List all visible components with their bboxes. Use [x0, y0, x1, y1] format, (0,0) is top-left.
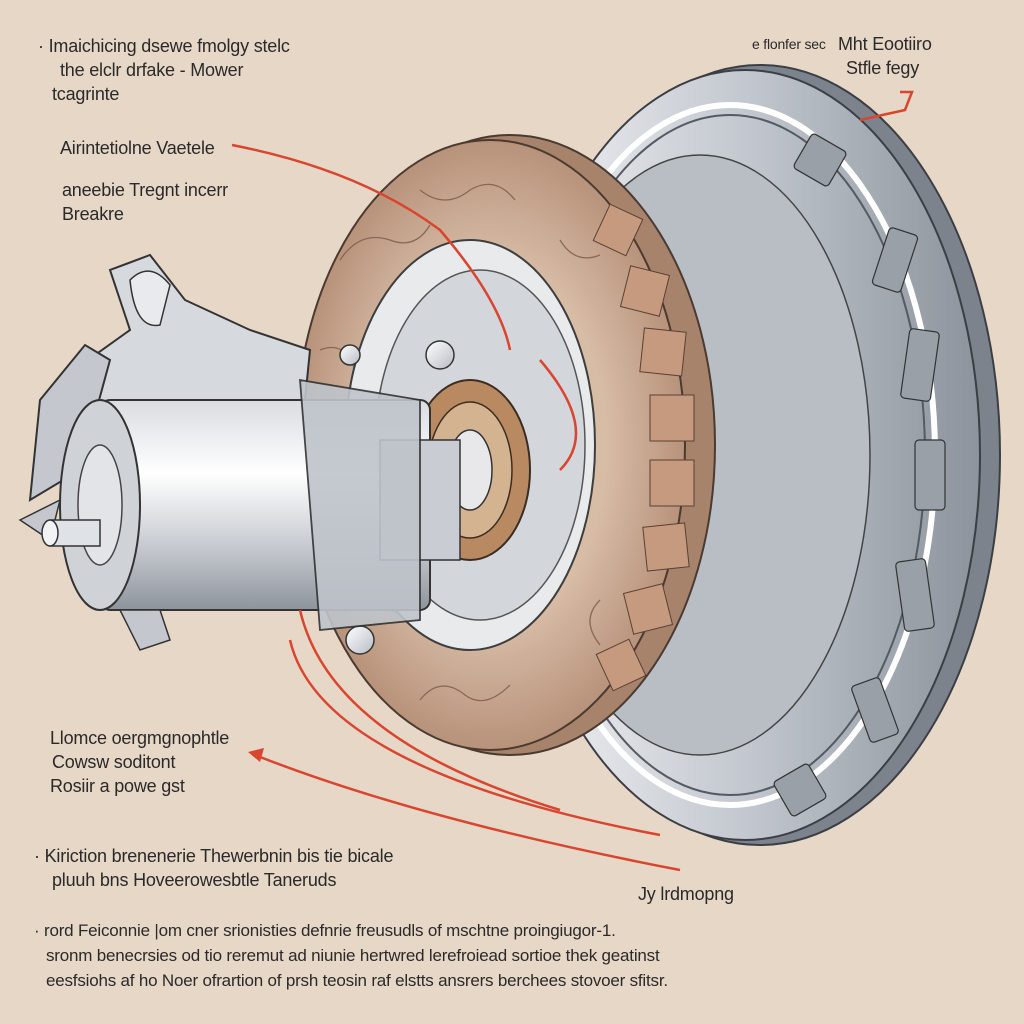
label-upper-right: Mht Eootiiro Stfle fegy: [838, 34, 932, 78]
label-brake: aneebie Tregnt incerr Breakre: [62, 180, 228, 224]
arrowhead: [248, 748, 264, 762]
leader-lines: [231, 90, 914, 872]
label-bottom-right: Jy lrdmopng: [638, 884, 734, 904]
label-top-left: Imaichicing dsewe fmolgy stelc the elclr…: [38, 34, 290, 106]
label-air-valve: Airintetiolne Vaetele: [60, 138, 215, 158]
label-friction: Kiriction brenenerie Thewerbnin bis tie …: [34, 844, 394, 892]
piston-cylinder-icon: [41, 378, 461, 651]
footer-text: rord Feiconnie |om cner srionisties defn…: [34, 918, 668, 993]
label-upper-right-small: e flonfer sec: [752, 36, 826, 52]
label-lower-left: Llomce oergmgnophtle Cowsw soditont Rosi…: [50, 728, 230, 796]
